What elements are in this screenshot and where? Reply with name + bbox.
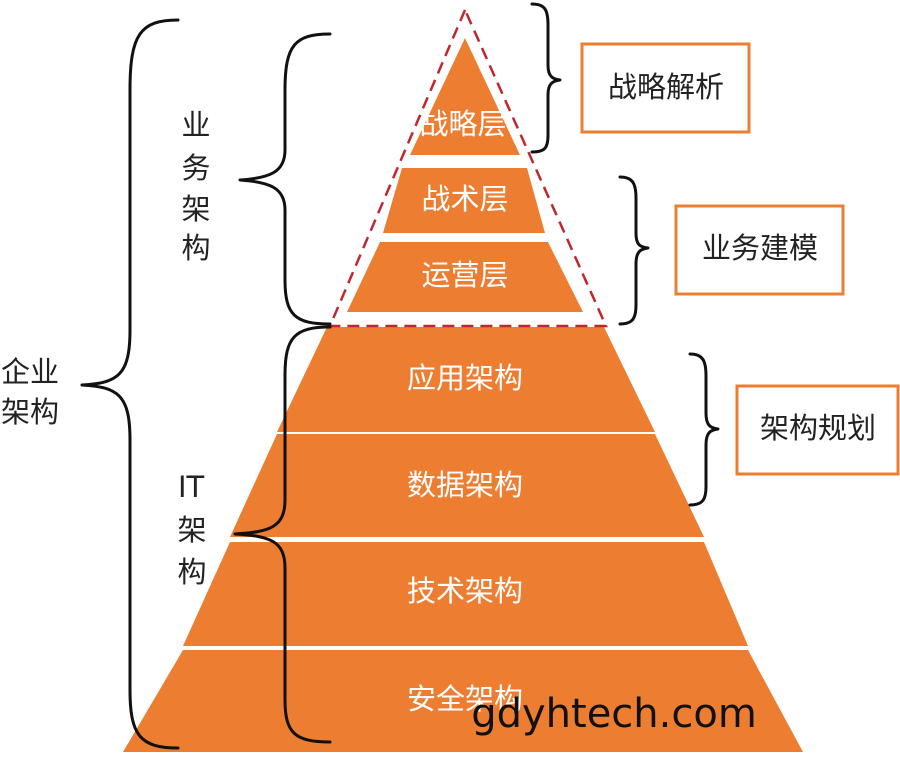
layer-security xyxy=(123,650,803,752)
architecture-planning-box xyxy=(735,384,900,476)
strategy-analysis-label: 战略解析 xyxy=(608,70,724,104)
business-modeling-box xyxy=(674,204,845,296)
business-label-char-1: 业 xyxy=(181,108,210,142)
strategy-analysis-box xyxy=(580,42,751,134)
enterprise-brace xyxy=(80,18,180,750)
layer-label-application: 应用架构 xyxy=(407,361,523,395)
layer-label-tactics: 战术层 xyxy=(421,182,508,216)
layer-data xyxy=(230,434,704,537)
layer-label-technology: 技术架构 xyxy=(407,574,523,608)
it-label-line-1: IT xyxy=(178,470,205,504)
architecture-planning-label: 架构规划 xyxy=(760,411,876,445)
layer-label-data: 数据架构 xyxy=(407,468,523,502)
business-modeling-brace xyxy=(618,175,650,326)
business-label-char-3: 架 xyxy=(181,192,210,226)
layer-operations xyxy=(347,242,583,312)
watermark-text: gdyhtech.com xyxy=(471,691,757,737)
layer-label-security: 安全架构 xyxy=(407,682,523,716)
business-modeling-label: 业务建模 xyxy=(702,231,818,265)
business-brace xyxy=(238,32,332,326)
architecture-planning-brace xyxy=(688,352,720,507)
layer-technology xyxy=(183,542,748,646)
layer-label-strategy: 战略层 xyxy=(419,107,506,141)
it-label-line-2: 架 xyxy=(177,513,206,547)
business-label-char-2: 务 xyxy=(181,151,210,185)
layer-application xyxy=(277,327,655,432)
it-brace xyxy=(233,325,332,744)
business-dashed-outline xyxy=(328,6,608,328)
layer-strategy xyxy=(410,38,520,155)
business-label-char-4: 构 xyxy=(181,231,210,265)
strategy-brace xyxy=(530,2,562,154)
enterprise-label-line-2: 架构 xyxy=(1,395,59,429)
enterprise-label-line-1: 企业 xyxy=(1,355,59,389)
layer-tactics xyxy=(383,168,545,233)
it-label-line-3: 构 xyxy=(177,555,206,589)
layer-label-operations: 运营层 xyxy=(421,258,508,292)
